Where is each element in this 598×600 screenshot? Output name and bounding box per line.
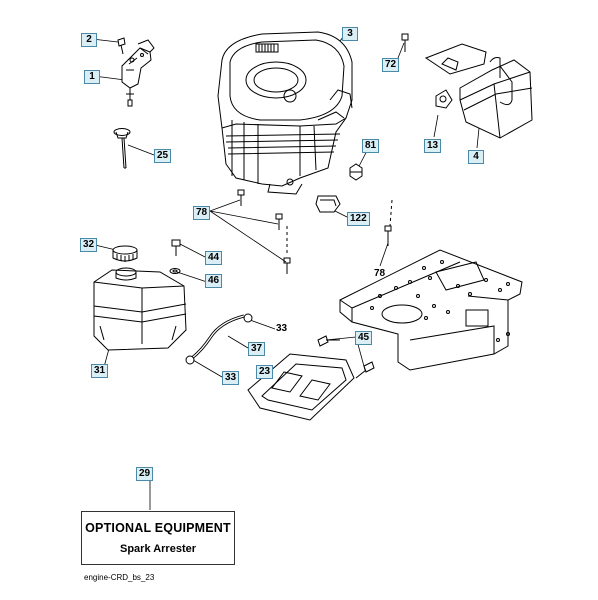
spark-arrester-label: Spark Arrester <box>119 543 197 555</box>
callout-32: 32 <box>80 238 98 252</box>
muffler-part <box>401 33 533 139</box>
fuel-fitting-part <box>169 239 181 274</box>
callout-33: 33 <box>222 371 240 385</box>
label-78-chassis: 78 <box>374 268 386 279</box>
engine-bolts-part <box>237 189 393 274</box>
callout-45: 45 <box>355 331 373 345</box>
chassis-frame-part <box>339 249 523 371</box>
callout-23: 23 <box>256 365 274 379</box>
callout-2: 2 <box>81 33 97 47</box>
fuel-cap-part <box>112 245 138 262</box>
fuel-line-part <box>185 313 253 365</box>
callout-37: 37 <box>248 342 266 356</box>
optional-equipment-box: OPTIONAL EQUIPMENT Spark Arrester <box>81 511 235 565</box>
callout-4: 4 <box>468 150 484 164</box>
callout-29: 29 <box>136 467 154 481</box>
heat-shield-part <box>247 335 375 421</box>
callout-81: 81 <box>362 139 380 153</box>
callout-78: 78 <box>193 206 211 220</box>
callout-31: 31 <box>91 364 109 378</box>
callout-13: 13 <box>424 139 442 153</box>
engine-shield-part <box>315 195 341 213</box>
callout-25: 25 <box>154 149 172 163</box>
callout-1: 1 <box>84 70 100 84</box>
optional-equipment-title: OPTIONAL EQUIPMENT <box>85 521 231 535</box>
engine-part <box>217 31 353 195</box>
oil-drain-part <box>349 163 363 181</box>
callout-44: 44 <box>205 251 223 265</box>
callout-122: 122 <box>347 212 370 226</box>
throttle-bracket-part <box>117 37 155 107</box>
label-33-upper-clamp: 33 <box>276 323 288 334</box>
callout-72: 72 <box>382 58 400 72</box>
dipstick-part <box>113 128 131 169</box>
fuel-tank-part <box>93 267 187 351</box>
callout-46: 46 <box>205 274 223 288</box>
document-id: engine-CRD_bs_23 <box>84 573 155 582</box>
callout-3: 3 <box>342 27 358 41</box>
